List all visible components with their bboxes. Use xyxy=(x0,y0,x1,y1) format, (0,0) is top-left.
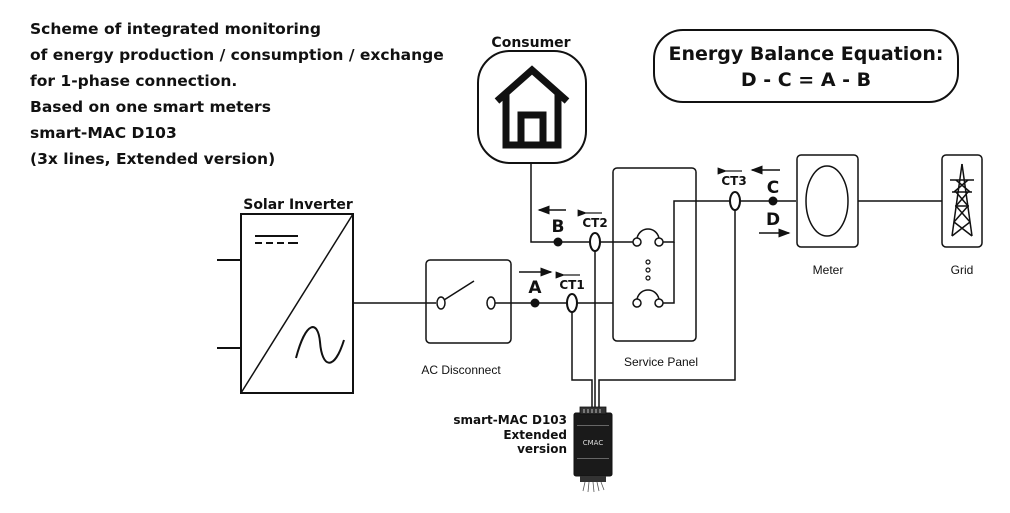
point-b-label: B xyxy=(552,217,565,237)
ac-disconnect: AC Disconnect xyxy=(421,259,512,377)
switch-icon xyxy=(436,280,496,310)
ct3-label: CT3 xyxy=(721,174,746,188)
ct1-sensor: CT1 xyxy=(555,271,585,313)
ct2-label: CT2 xyxy=(582,216,607,230)
dc-symbol-icon xyxy=(255,235,298,244)
equation-formula: D - C = A - B xyxy=(740,69,872,91)
device-label-line-3: version xyxy=(517,442,567,456)
ct2-sensor: CT2 xyxy=(577,209,608,252)
point-a-label: A xyxy=(528,278,542,298)
house-icon xyxy=(494,65,570,149)
energy-balance-box: Energy Balance Equation: D - C = A - B xyxy=(653,29,959,103)
point-c-label: C xyxy=(767,178,779,198)
breaker-lower-icon xyxy=(632,289,664,308)
device-badge: CMAC xyxy=(583,439,604,447)
smart-mac-device: CMAC smart-MAC D103 Extended version xyxy=(453,406,613,493)
point-b: B xyxy=(537,205,566,247)
description-line-6: (3x lines, Extended version) xyxy=(30,150,276,168)
ac-sine-icon xyxy=(295,326,345,364)
grid-label: Grid xyxy=(951,263,974,277)
power-tower-icon xyxy=(950,163,974,237)
ac-disconnect-label: AC Disconnect xyxy=(421,363,501,377)
meter-label: Meter xyxy=(813,263,844,277)
point-d-label: D xyxy=(766,210,780,230)
consumer-label: Consumer xyxy=(491,35,570,51)
ct3-sensor: CT3 xyxy=(717,167,747,211)
description-line-4: Based on one smart meters xyxy=(30,98,271,116)
point-c-d: C D xyxy=(750,165,791,238)
scheme-description: Scheme of integrated monitoring of energ… xyxy=(30,16,470,172)
point-a: A xyxy=(519,267,553,308)
ct-cables xyxy=(571,210,736,410)
description-line-3: for 1-phase connection. xyxy=(30,72,238,90)
service-panel-label: Service Panel xyxy=(624,355,698,369)
equation-title: Energy Balance Equation: xyxy=(668,43,944,65)
solar-inverter-label: Solar Inverter xyxy=(243,197,353,213)
device-label-line-1: smart-MAC D103 xyxy=(453,413,567,427)
device-wires-icon xyxy=(582,481,605,493)
description-line-5: smart-MAC D103 xyxy=(30,124,177,142)
solar-inverter: Solar Inverter xyxy=(217,197,354,394)
grid: Grid xyxy=(941,154,983,277)
utility-meter: Meter xyxy=(796,154,859,277)
more-breakers-icon xyxy=(645,259,651,281)
ct1-label: CT1 xyxy=(559,278,584,292)
description-line-1: Scheme of integrated monitoring xyxy=(30,20,321,38)
consumer: Consumer xyxy=(477,35,587,164)
device-label-line-2: Extended xyxy=(503,428,567,442)
service-panel: Service Panel xyxy=(612,167,796,369)
description-line-2: of energy production / consumption / exc… xyxy=(30,46,444,64)
